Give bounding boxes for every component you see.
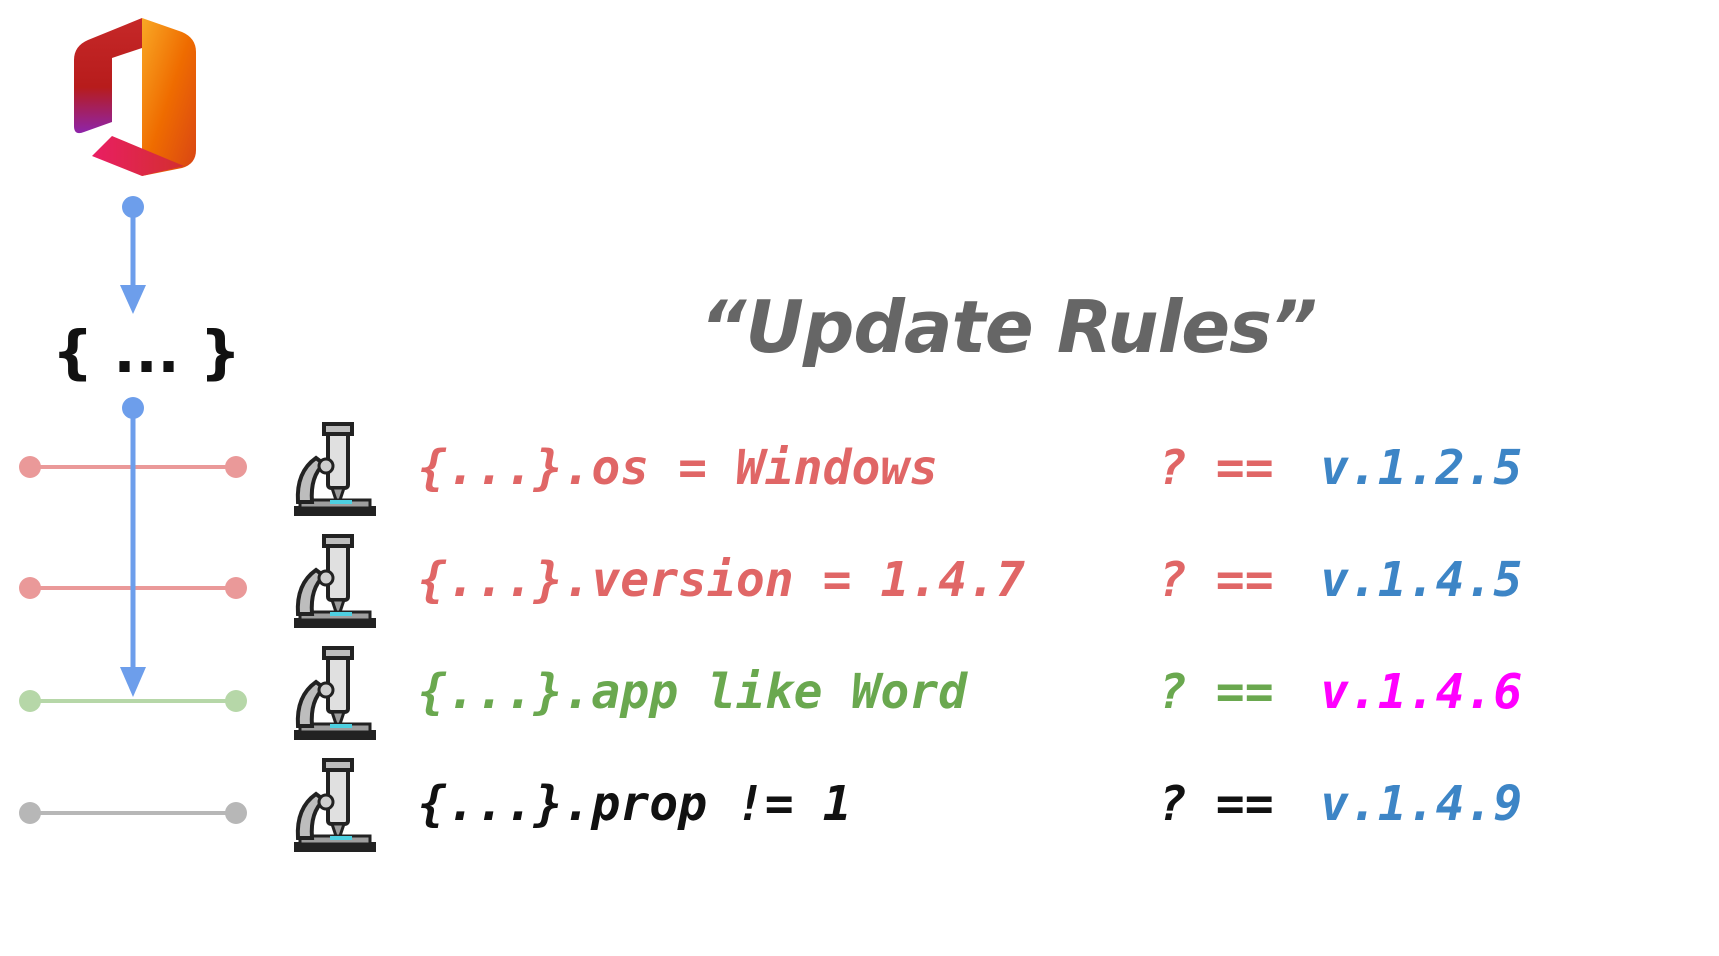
rule-row-3: {...}.app like Word ? == v.1.4.6: [290, 644, 1710, 744]
rule-condition: {...}.os = Windows: [418, 440, 939, 496]
rule-condition: {...}.version = 1.4.7: [418, 552, 1025, 608]
microscope-icon: [290, 420, 380, 520]
microscope-icon: [290, 644, 380, 744]
flow-arrow-main: [120, 397, 146, 697]
rule-operator: ? ==: [1158, 552, 1274, 608]
diagram-title: “Update Rules”: [700, 285, 1317, 369]
rule-version: v.1.4.6: [1320, 664, 1523, 720]
rule-line-4: [19, 802, 247, 824]
rule-operator: ? ==: [1158, 664, 1274, 720]
payload-label: { ... }: [52, 318, 242, 386]
rule-row-4: {...}.prop != 1 ? == v.1.4.9: [290, 756, 1710, 856]
rule-condition: {...}.app like Word: [418, 664, 968, 720]
microscope-icon: [290, 532, 380, 632]
rule-row-2: {...}.version = 1.4.7 ? == v.1.4.5: [290, 532, 1710, 632]
rule-line-3: [19, 690, 247, 712]
microscope-icon: [290, 756, 380, 856]
rule-operator: ? ==: [1158, 776, 1274, 832]
rule-version: v.1.2.5: [1320, 440, 1523, 496]
flow-arrow-top: [120, 196, 146, 314]
rule-version: v.1.4.5: [1320, 552, 1523, 608]
rule-condition: {...}.prop != 1: [418, 776, 852, 832]
office-logo-icon: [74, 18, 196, 176]
rule-version: v.1.4.9: [1320, 776, 1523, 832]
rule-row-1: {...}.os = Windows ? == v.1.2.5: [290, 420, 1710, 520]
rule-operator: ? ==: [1158, 440, 1274, 496]
